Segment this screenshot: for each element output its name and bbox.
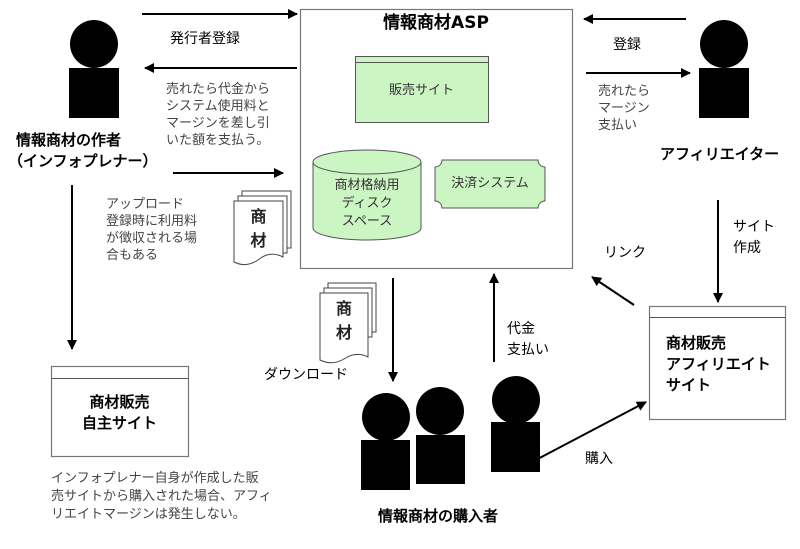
site-create-line: 作成 bbox=[733, 240, 761, 256]
affiliater-name: アフィリエイター bbox=[660, 145, 780, 163]
payout-note-line: 売れたら代金から bbox=[166, 82, 271, 97]
arrow-link bbox=[591, 276, 635, 306]
self-site-line: 自主サイト bbox=[81, 414, 157, 432]
payout-note-line: システム使用料と bbox=[166, 99, 270, 114]
publisher-register-label: 発行者登録 bbox=[170, 31, 240, 47]
self-site-note-line: インフォプレナー自身が作成した販 bbox=[51, 471, 259, 486]
download-label: ダウンロード bbox=[264, 367, 348, 383]
self-site-note-line: リエイトマージンは発生しない。 bbox=[51, 507, 246, 522]
sales-site-box bbox=[355, 56, 489, 123]
payment-system-label: 決済システム bbox=[451, 176, 529, 191]
self-site-label: 商材販売 自主サイト bbox=[51, 392, 188, 434]
payment-label: 代金 支払い bbox=[507, 319, 549, 361]
document-char: 商 bbox=[335, 299, 352, 318]
sales-site-label: 販売サイト bbox=[388, 83, 454, 98]
document-char: 材 bbox=[250, 231, 267, 250]
arrow-purchase bbox=[531, 401, 647, 463]
storage-label-line: 商材格納用 bbox=[334, 178, 400, 193]
payment-line: 支払い bbox=[507, 342, 549, 358]
author-subtitle: （インフォプレナー） bbox=[8, 152, 158, 170]
affiliate-site-box bbox=[648, 305, 787, 421]
margin-note: 売れたら マージン 支払い bbox=[598, 83, 650, 134]
product-document-stack-download bbox=[319, 282, 377, 364]
storage-label-line: スペース bbox=[341, 214, 393, 229]
self-site-box bbox=[50, 365, 190, 458]
document-char: 材 bbox=[335, 323, 352, 342]
storage-label-line: ディスク bbox=[341, 196, 393, 211]
self-site-line: 商材販売 bbox=[89, 393, 150, 411]
payment-line: 代金 bbox=[507, 321, 535, 337]
affiliate-site-line: アフィリエイト bbox=[666, 355, 771, 373]
affiliate-site-line: 商材販売 bbox=[666, 334, 727, 352]
storage-cylinder bbox=[312, 149, 422, 241]
margin-note-line: 売れたら bbox=[598, 84, 651, 99]
affiliate-site-label: 商材販売 アフィリエイト サイト bbox=[666, 333, 771, 396]
upload-note-line: が徴収される場 bbox=[106, 231, 198, 246]
product-document-stack-upload bbox=[233, 190, 292, 266]
site-create-label: サイト 作成 bbox=[733, 217, 775, 259]
margin-note-line: 支払い bbox=[598, 118, 638, 133]
buyers-name: 情報商材の購入者 bbox=[378, 507, 499, 525]
payment-system-box bbox=[434, 159, 546, 209]
download-document-label: 商 材 bbox=[320, 297, 368, 345]
author-person-icon bbox=[69, 20, 119, 118]
payout-note: 売れたら代金から システム使用料と マージンを差し引 いた額を支払う。 bbox=[166, 81, 270, 149]
link-label: リンク bbox=[604, 245, 646, 261]
affiliate-register-label: 登録 bbox=[613, 37, 641, 53]
author-name: 情報商材の作者 bbox=[16, 131, 122, 149]
site-create-line: サイト bbox=[733, 219, 775, 235]
payout-note-line: いた額を支払う。 bbox=[166, 133, 270, 148]
margin-note-line: マージン bbox=[598, 101, 650, 116]
upload-note-line: 登録時に利用料 bbox=[106, 214, 198, 229]
upload-note-line: アップロード bbox=[106, 197, 185, 212]
payout-note-line: マージンを差し引 bbox=[166, 116, 270, 131]
upload-note-line: 合もある bbox=[106, 248, 159, 263]
affiliater-person-icon bbox=[699, 20, 749, 118]
storage-label: 商材格納用 ディスク スペース bbox=[313, 177, 421, 231]
purchase-label: 購入 bbox=[585, 451, 613, 467]
document-char: 商 bbox=[250, 207, 267, 226]
upload-note: アップロード 登録時に利用料 が徴収される場 合もある bbox=[106, 196, 197, 264]
self-site-note: インフォプレナー自身が作成した販 売サイトから購入された場合、アフィ リエイトマ… bbox=[51, 470, 272, 524]
self-site-note-line: 売サイトから購入された場合、アフィ bbox=[51, 489, 272, 504]
upload-document-label: 商 材 bbox=[234, 205, 283, 253]
asp-title: 情報商材ASP bbox=[383, 13, 489, 33]
affiliate-site-line: サイト bbox=[666, 376, 712, 394]
buyers-group-icon bbox=[361, 376, 540, 490]
